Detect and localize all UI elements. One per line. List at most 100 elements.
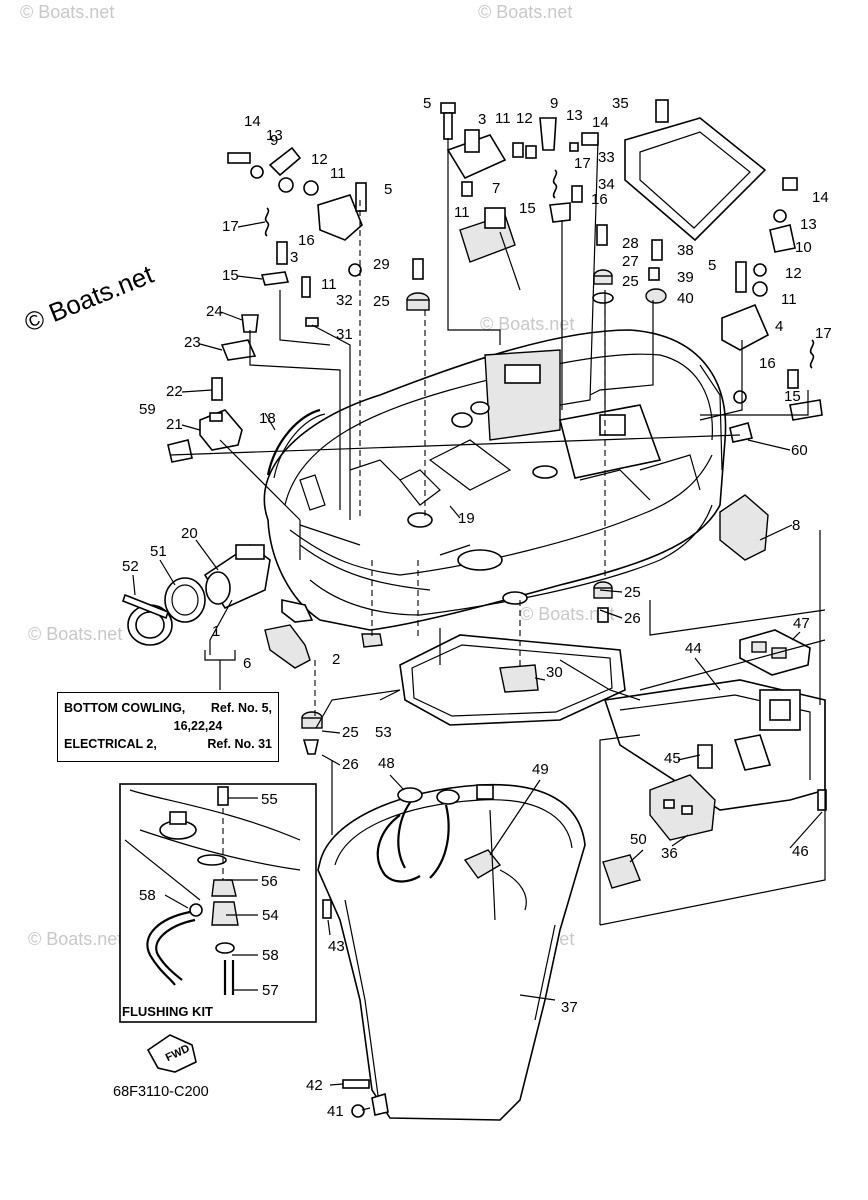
callout-label: 25	[373, 293, 390, 310]
callout-label: 41	[327, 1103, 344, 1120]
callout-label: 26	[342, 756, 359, 773]
lower-apron-37	[317, 783, 586, 1121]
callout-label: 12	[311, 151, 328, 168]
callout-label: 16	[759, 355, 776, 372]
bracket-8	[719, 494, 769, 561]
callout-label: 58	[139, 887, 156, 904]
bracket-21	[199, 409, 243, 451]
callout-label: 24	[206, 303, 223, 320]
callout-label: 11	[321, 276, 337, 293]
callout-label: 35	[612, 95, 629, 112]
watermark-faint: © Boats.net	[20, 2, 114, 22]
callout-label: 14	[812, 189, 829, 206]
note-line2: 16,22,24	[173, 719, 223, 733]
callout-label: 40	[677, 290, 694, 307]
callout-label: 5	[423, 95, 431, 112]
bolt-43	[322, 899, 332, 919]
callout-label: 2	[332, 651, 340, 668]
bottom-cowling	[263, 329, 727, 631]
callout-label: 22	[166, 383, 183, 400]
flushing-kit-inset	[119, 783, 317, 1023]
watermark-faint: © Boats.net	[520, 604, 614, 624]
watermark-faint: © Boats.net	[480, 314, 574, 334]
callout-label: 14	[244, 113, 261, 130]
callout-label: 60	[791, 442, 808, 459]
watermark-faint: © Boats.net	[28, 624, 122, 644]
callout-label: 12	[785, 265, 802, 282]
callout-label: 50	[630, 831, 647, 848]
nut-41	[351, 1104, 365, 1118]
callout-label: 25	[342, 724, 359, 741]
callout-label: 33	[598, 149, 615, 166]
callout-label: 55	[261, 791, 278, 808]
callout-label: 14	[592, 114, 609, 131]
grommet-45	[697, 744, 713, 769]
grommets	[301, 267, 667, 755]
fwd-arrow: FWD	[146, 1034, 197, 1073]
note-row-3: ELECTRICAL 2, Ref. No. 31	[64, 735, 272, 753]
seal-53	[399, 634, 626, 726]
callout-label: 27	[622, 253, 639, 270]
upper-center-parts	[440, 102, 599, 263]
callout-label: 25	[622, 273, 639, 290]
callout-label: 30	[546, 664, 563, 681]
callout-label: 15	[222, 267, 239, 284]
callout-label: 36	[661, 845, 678, 862]
callout-label: 46	[792, 843, 809, 860]
hose-assembly	[122, 544, 271, 646]
callout-label: 19	[458, 510, 475, 527]
callout-label: 9	[270, 132, 278, 149]
callout-label: 58	[262, 947, 279, 964]
note-row-1: BOTTOM COWLING, Ref. No. 5,	[64, 699, 272, 717]
callout-label: 25	[624, 584, 641, 601]
upper-right-parts	[596, 99, 823, 421]
callout-label: 12	[516, 110, 533, 127]
callout-label: 39	[677, 269, 694, 286]
callout-label: 52	[122, 558, 139, 575]
callout-label: 8	[792, 517, 800, 534]
callout-label: 57	[262, 982, 279, 999]
callout-label: 9	[550, 95, 558, 112]
callout-label: 6	[243, 655, 251, 672]
flushing-kit-title: FLUSHING KIT	[122, 1004, 213, 1019]
note-line1-left: BOTTOM COWLING,	[64, 701, 186, 715]
callout-label: 42	[306, 1077, 323, 1094]
callout-label: 11	[330, 165, 346, 182]
callout-label: 18	[259, 410, 276, 427]
watermark-faint: © Boats.net	[28, 929, 122, 949]
callout-label: 49	[532, 761, 549, 778]
callout-label: 13	[800, 216, 817, 233]
callout-label: 15	[519, 200, 536, 217]
reference-note-box: BOTTOM COWLING, Ref. No. 5, 16,22,24 ELE…	[57, 692, 279, 762]
callout-label: 4	[775, 318, 783, 335]
callout-label: 16	[591, 191, 608, 208]
callout-label: 7	[492, 180, 500, 197]
grommet-50	[602, 854, 641, 889]
diagram-code: 68F3110-C200	[113, 1084, 209, 1100]
callout-label: 28	[622, 235, 639, 252]
watermark-faint: © Boats.net	[478, 2, 572, 22]
callout-label: 17	[574, 155, 591, 172]
note-line1-right: Ref. No. 5,	[210, 701, 272, 715]
callout-label: 45	[664, 750, 681, 767]
callout-label: 54	[262, 907, 279, 924]
callout-label: 48	[378, 755, 395, 772]
callout-label: 10	[795, 239, 812, 256]
callout-label: 51	[150, 543, 167, 560]
callout-label: 13	[266, 127, 283, 144]
callout-label: 15	[784, 388, 801, 405]
callout-label: 31	[336, 326, 353, 343]
callout-label: 11	[495, 110, 511, 127]
bolt-42	[342, 1079, 370, 1089]
callout-label: 43	[328, 938, 345, 955]
callout-label: 5	[708, 257, 716, 274]
leader-lines	[169, 138, 826, 926]
note-line3-right: Ref. No. 31	[207, 737, 272, 751]
frame-44	[603, 679, 826, 811]
upper-left-parts	[211, 146, 424, 401]
bolt-46	[817, 789, 827, 811]
callout-label: 53	[375, 724, 392, 741]
callout-label: 32	[336, 292, 353, 309]
callout-label: 17	[222, 218, 239, 235]
